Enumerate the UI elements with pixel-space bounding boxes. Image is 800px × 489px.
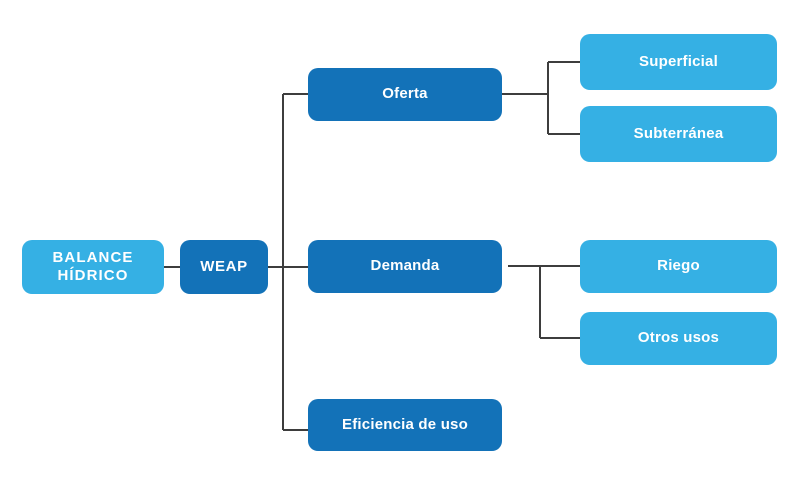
node-subterranea[interactable]: Subterránea [580,106,777,162]
node-superficial[interactable]: Superficial [580,34,777,90]
node-riego-label: Riego [657,257,700,275]
node-demanda-label: Demanda [370,257,440,275]
node-superficial-label: Superficial [639,52,718,70]
node-balance-hidrico[interactable]: BALANCE HÍDRICO [22,240,164,294]
node-otros-usos-label: Otros usos [637,329,720,347]
node-eficiencia-de-uso[interactable]: Eficiencia de uso [308,399,502,451]
node-demanda[interactable]: Demanda [308,240,502,293]
node-eficiencia-de-uso-label: Eficiencia de uso [342,415,468,433]
node-balance-hidrico-label: BALANCE HÍDRICO [52,249,133,286]
node-weap[interactable]: WEAP [180,240,268,294]
node-oferta[interactable]: Oferta [308,68,502,121]
node-riego[interactable]: Riego [580,240,777,293]
node-otros-usos[interactable]: Otros usos [580,312,777,365]
node-oferta-label: Oferta [382,85,428,103]
node-subterranea-label: Subterránea [633,124,724,142]
node-weap-label: WEAP [200,257,248,275]
node-balance-hidrico-label-line1: BALANCE [52,248,134,266]
node-balance-hidrico-label-line2: HÍDRICO [57,267,129,284]
